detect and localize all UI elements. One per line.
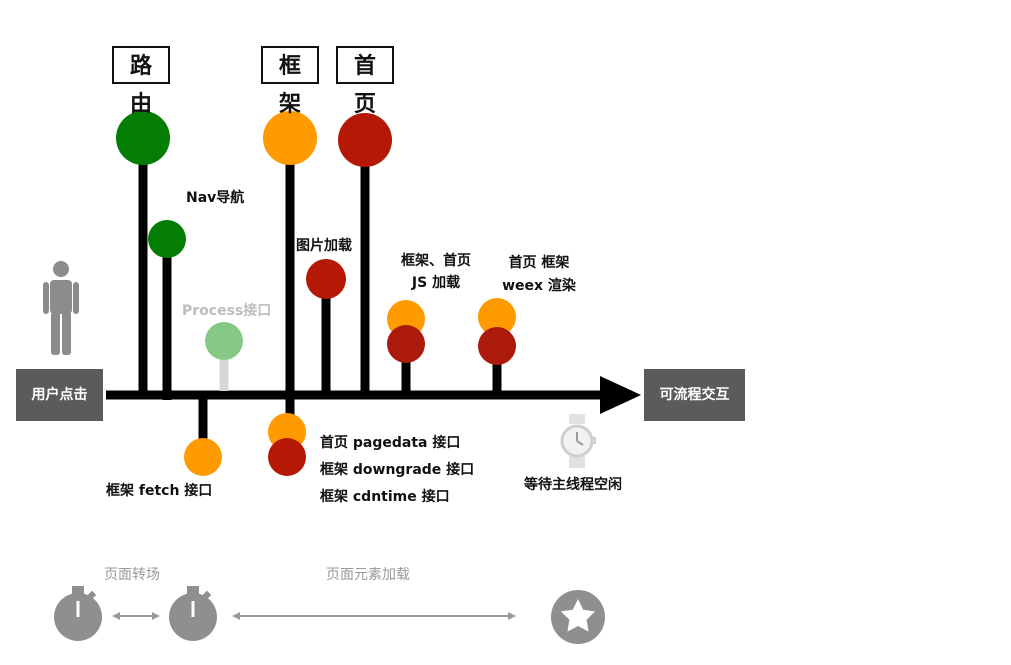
nav-marker <box>148 220 186 258</box>
element-load-arrow <box>232 612 516 620</box>
person-icon <box>43 261 79 355</box>
home-phase-box: 首页 <box>336 46 394 117</box>
weex-framework-marker <box>478 327 516 365</box>
fetch-label: 框架 fetch 接口 <box>106 483 213 499</box>
star-icon <box>551 590 605 644</box>
weex-label-line2: weex 渲染 <box>502 278 576 294</box>
idle-label: 等待主线程空闲 <box>524 477 622 493</box>
home-marker <box>338 113 392 167</box>
js-load-label-line1: 框架、首页 <box>401 253 471 269</box>
transition-arrow <box>112 612 160 620</box>
js-home-marker <box>387 325 425 363</box>
watch-icon <box>560 414 596 468</box>
route-marker <box>116 111 170 165</box>
start-box: 用户点击 <box>16 369 103 421</box>
framework-phase-box: 框架 <box>261 46 319 117</box>
api-label-line1: 首页 pagedata 接口 <box>320 435 461 451</box>
element-load-label: 页面元素加载 <box>326 567 410 583</box>
image-load-label: 图片加载 <box>296 238 352 254</box>
weex-label-line1: 首页 框架 <box>508 255 570 271</box>
end-box: 可流程交互 <box>644 369 745 421</box>
stopwatch-icon <box>169 586 217 641</box>
api-label-line2: 框架 downgrade 接口 <box>320 462 475 478</box>
nav-label: Nav导航 <box>186 190 245 206</box>
js-load-label-line2: JS 加载 <box>411 275 461 291</box>
framework-marker <box>263 111 317 165</box>
route-phase-box: 路由 <box>112 46 170 117</box>
transition-label: 页面转场 <box>104 567 160 583</box>
timeline-arrowhead <box>600 376 641 414</box>
image-marker <box>306 259 346 299</box>
fetch-marker <box>184 438 222 476</box>
process-marker <box>205 322 243 360</box>
api-label-line3: 框架 cdntime 接口 <box>320 489 450 505</box>
stopwatch-icon <box>54 586 102 641</box>
api-red-marker <box>268 438 306 476</box>
process-label: Process接口 <box>182 303 272 319</box>
weex-home-marker <box>478 298 516 336</box>
